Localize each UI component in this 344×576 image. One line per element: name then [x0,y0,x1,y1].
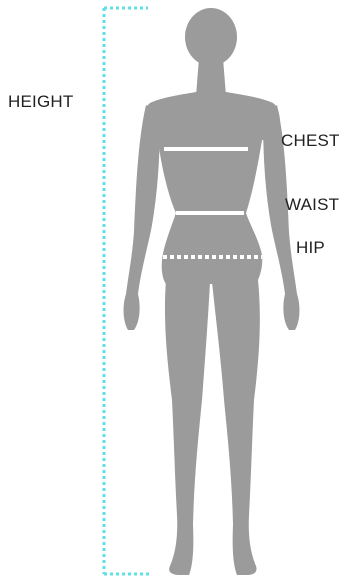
female-body-silhouette [124,8,300,575]
head [185,8,237,66]
left-arm [124,105,160,330]
left-leg [165,280,210,575]
right-leg [212,280,260,575]
height-label: HEIGHT [8,92,73,112]
hip-label: HIP [296,238,325,258]
waist-label: WAIST [285,195,339,215]
chest-label: CHEST [281,131,340,151]
neck [196,58,226,96]
